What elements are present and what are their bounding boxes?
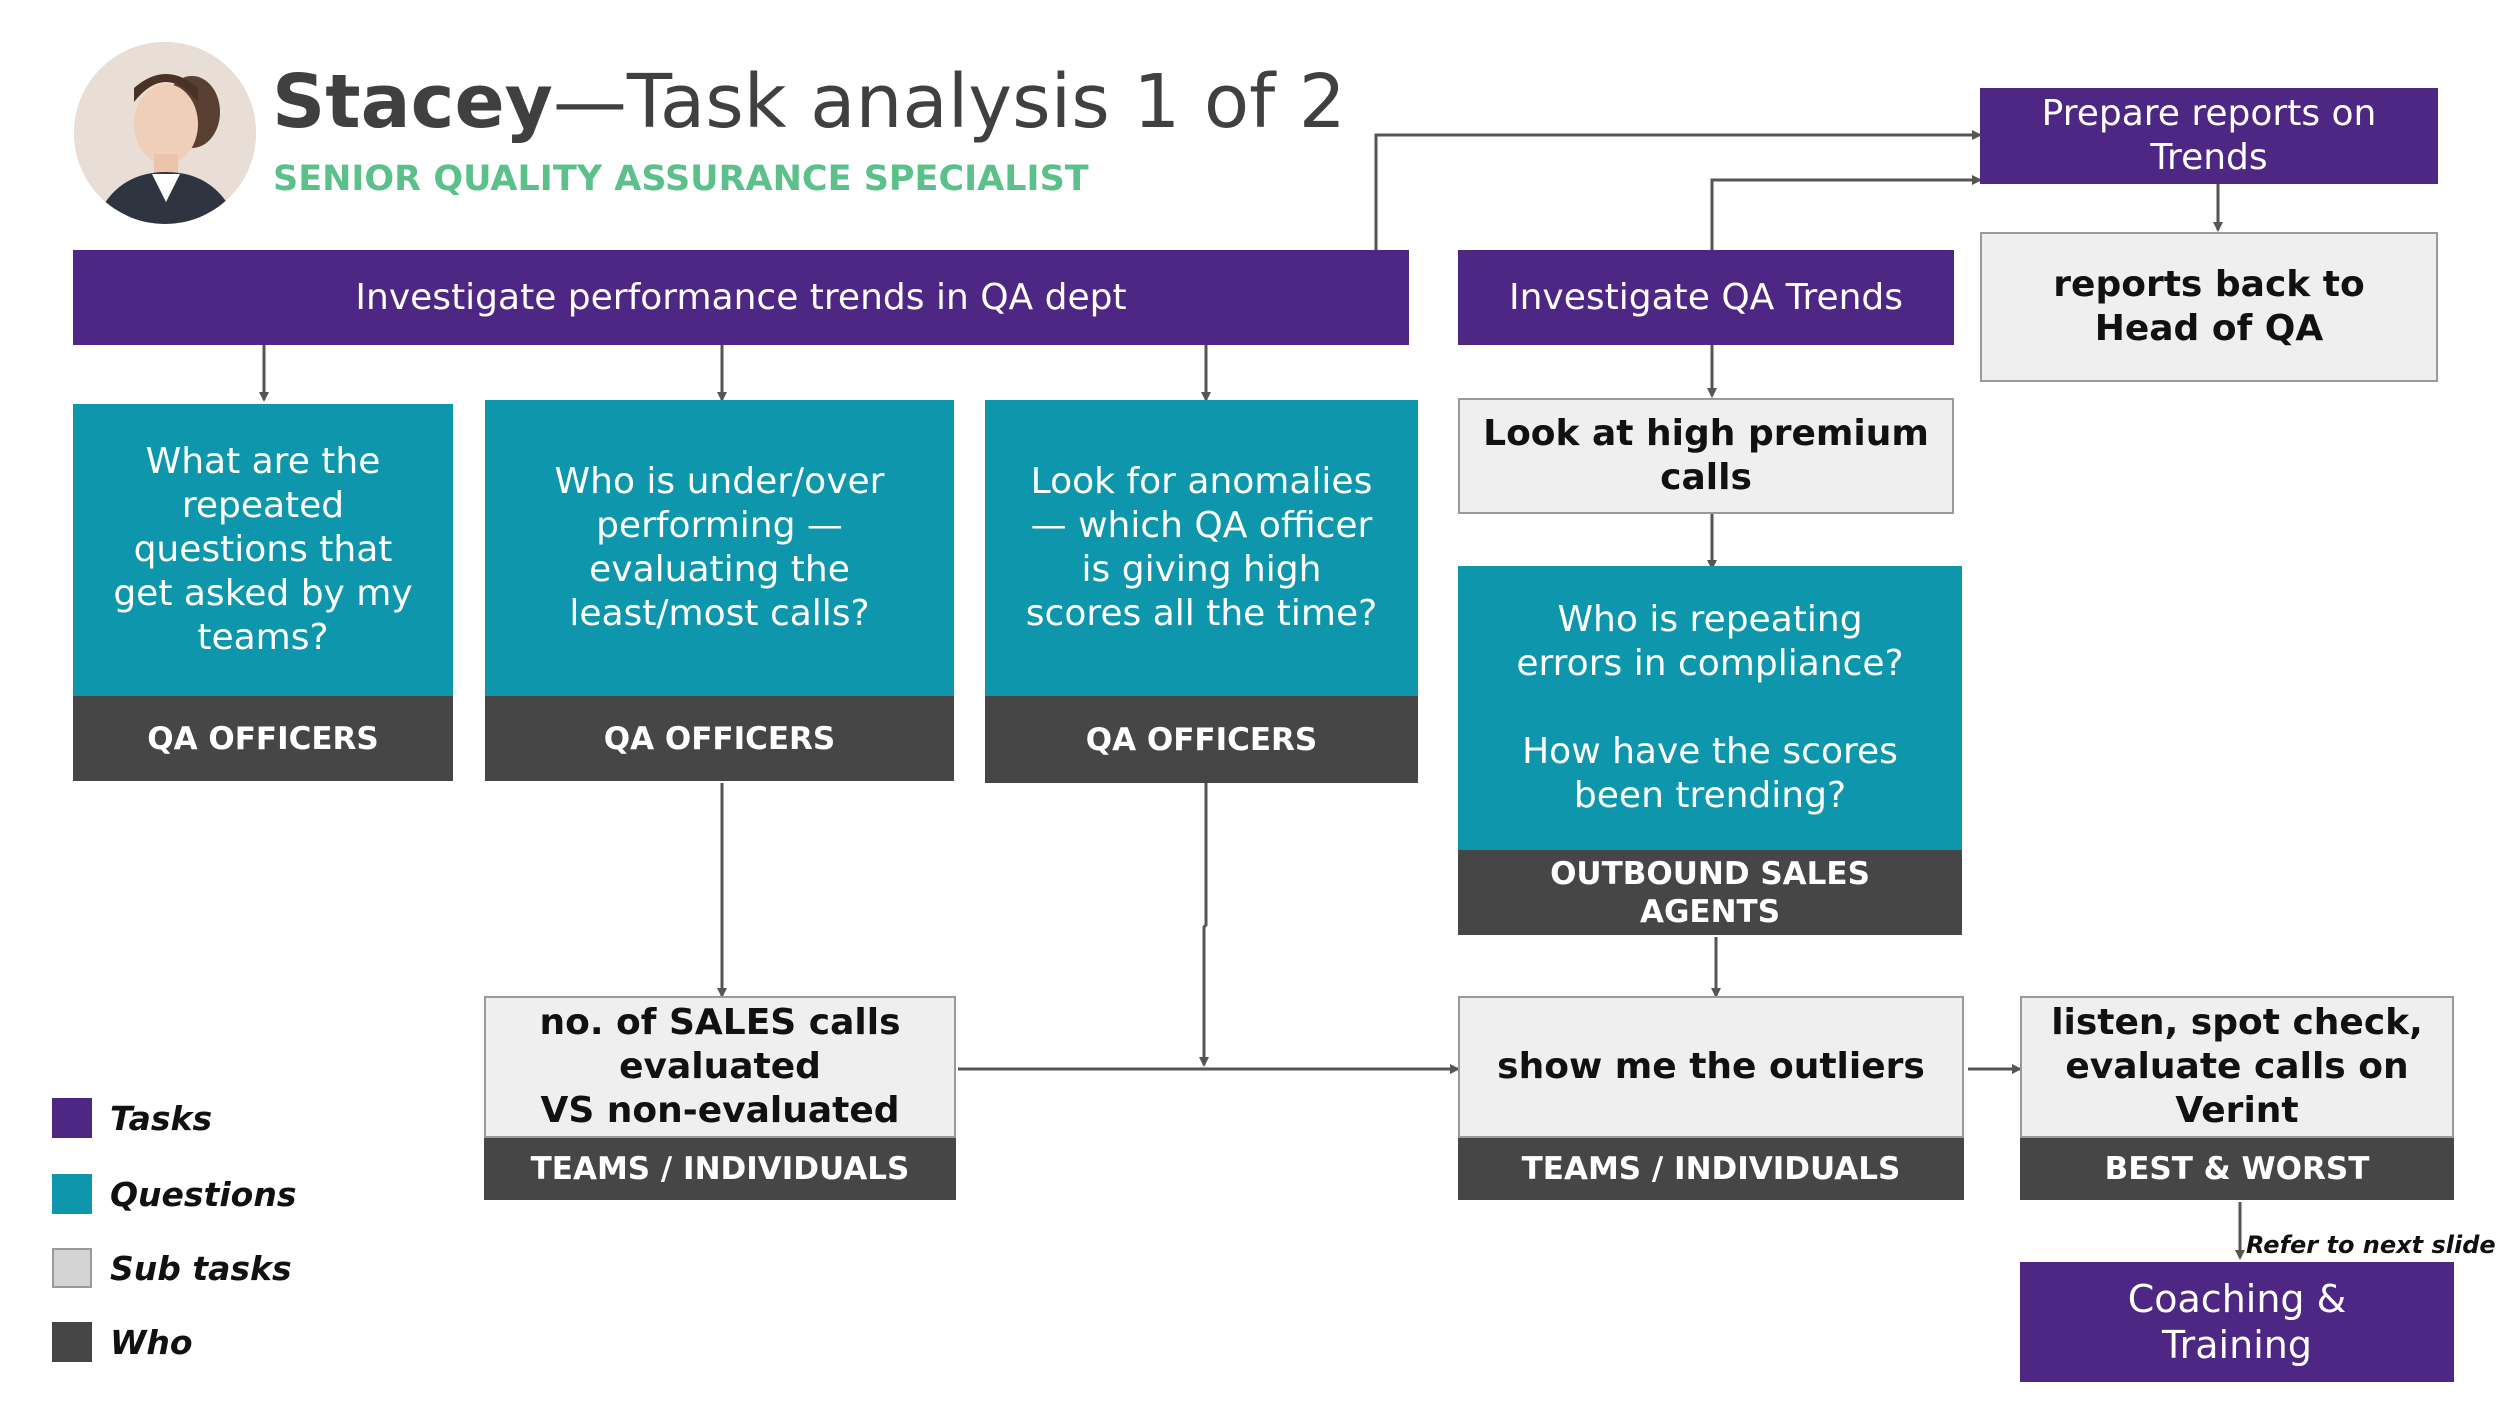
- role-label: SENIOR QUALITY ASSURANCE SPECIALIST: [273, 159, 1089, 199]
- legend-label-subtasks: Sub tasks: [110, 1249, 292, 1288]
- legend-label-who: Who: [110, 1323, 193, 1362]
- question-repeating-errors: Who is repeating errors in compliance? H…: [1458, 566, 1962, 850]
- person-name: Stacey: [272, 59, 553, 145]
- arrow-task-to-prepare-reports: [1374, 130, 1982, 250]
- who-qa-officers-3: QA OFFICERS: [985, 696, 1418, 783]
- who-outbound-sales-agents: OUTBOUND SALES AGENTS: [1458, 850, 1962, 935]
- legend-swatch-questions: [52, 1174, 92, 1214]
- legend-swatch-subtasks: [52, 1248, 92, 1288]
- legend-swatch-tasks: [52, 1098, 92, 1138]
- who-qa-officers-2: QA OFFICERS: [485, 696, 954, 781]
- arrow-anomalies-down: [1199, 783, 1209, 1067]
- who-teams-individuals-2: TEAMS / INDIVIDUALS: [1458, 1138, 1964, 1200]
- subtask-high-premium-calls: Look at high premium calls: [1458, 398, 1954, 514]
- person-avatar-icon: [74, 42, 256, 224]
- legend-item-subtasks: Sub tasks: [52, 1246, 452, 1292]
- profile-avatar: [74, 42, 256, 224]
- who-qa-officers-1: QA OFFICERS: [73, 696, 453, 781]
- legend-label-questions: Questions: [110, 1175, 297, 1214]
- task-investigate-qa-trends: Investigate QA Trends: [1458, 250, 1954, 345]
- who-best-worst: BEST & WORST: [2020, 1138, 2454, 1200]
- subtask-sales-calls-evaluated: no. of SALES calls evaluated VS non-eval…: [484, 996, 956, 1138]
- question-under-over-performing: Who is under/over performing — evaluatin…: [485, 400, 954, 696]
- question-anomalies: Look for anomalies — which QA officer is…: [985, 400, 1418, 696]
- subtask-reports-back: reports back to Head of QA: [1980, 232, 2438, 382]
- legend-item-who: Who: [52, 1320, 452, 1366]
- legend-item-tasks: Tasks: [52, 1096, 452, 1142]
- arrow-qa-trends-to-prepare-reports: [1710, 175, 1982, 250]
- task-investigate-performance: Investigate performance trends in QA dep…: [73, 250, 1409, 345]
- question-repeated-questions: What are the repeated questions that get…: [73, 404, 453, 696]
- task-prepare-reports: Prepare reports on Trends: [1980, 88, 2438, 184]
- task-coaching-training: Coaching & Training: [2020, 1262, 2454, 1382]
- who-teams-individuals-1: TEAMS / INDIVIDUALS: [484, 1138, 956, 1200]
- legend-swatch-who: [52, 1322, 92, 1362]
- title-subtitle: —Task analysis 1 of 2: [552, 59, 1346, 145]
- legend-item-questions: Questions: [52, 1172, 452, 1218]
- legend-label-tasks: Tasks: [110, 1099, 213, 1138]
- subtask-show-outliers: show me the outliers: [1458, 996, 1964, 1138]
- page-title: Stacey—Task analysis 1 of 2: [272, 58, 1346, 146]
- note-refer-next-slide: Refer to next slide: [2246, 1231, 2496, 1259]
- subtask-listen-spot-check: listen, spot check, evaluate calls on Ve…: [2020, 996, 2454, 1138]
